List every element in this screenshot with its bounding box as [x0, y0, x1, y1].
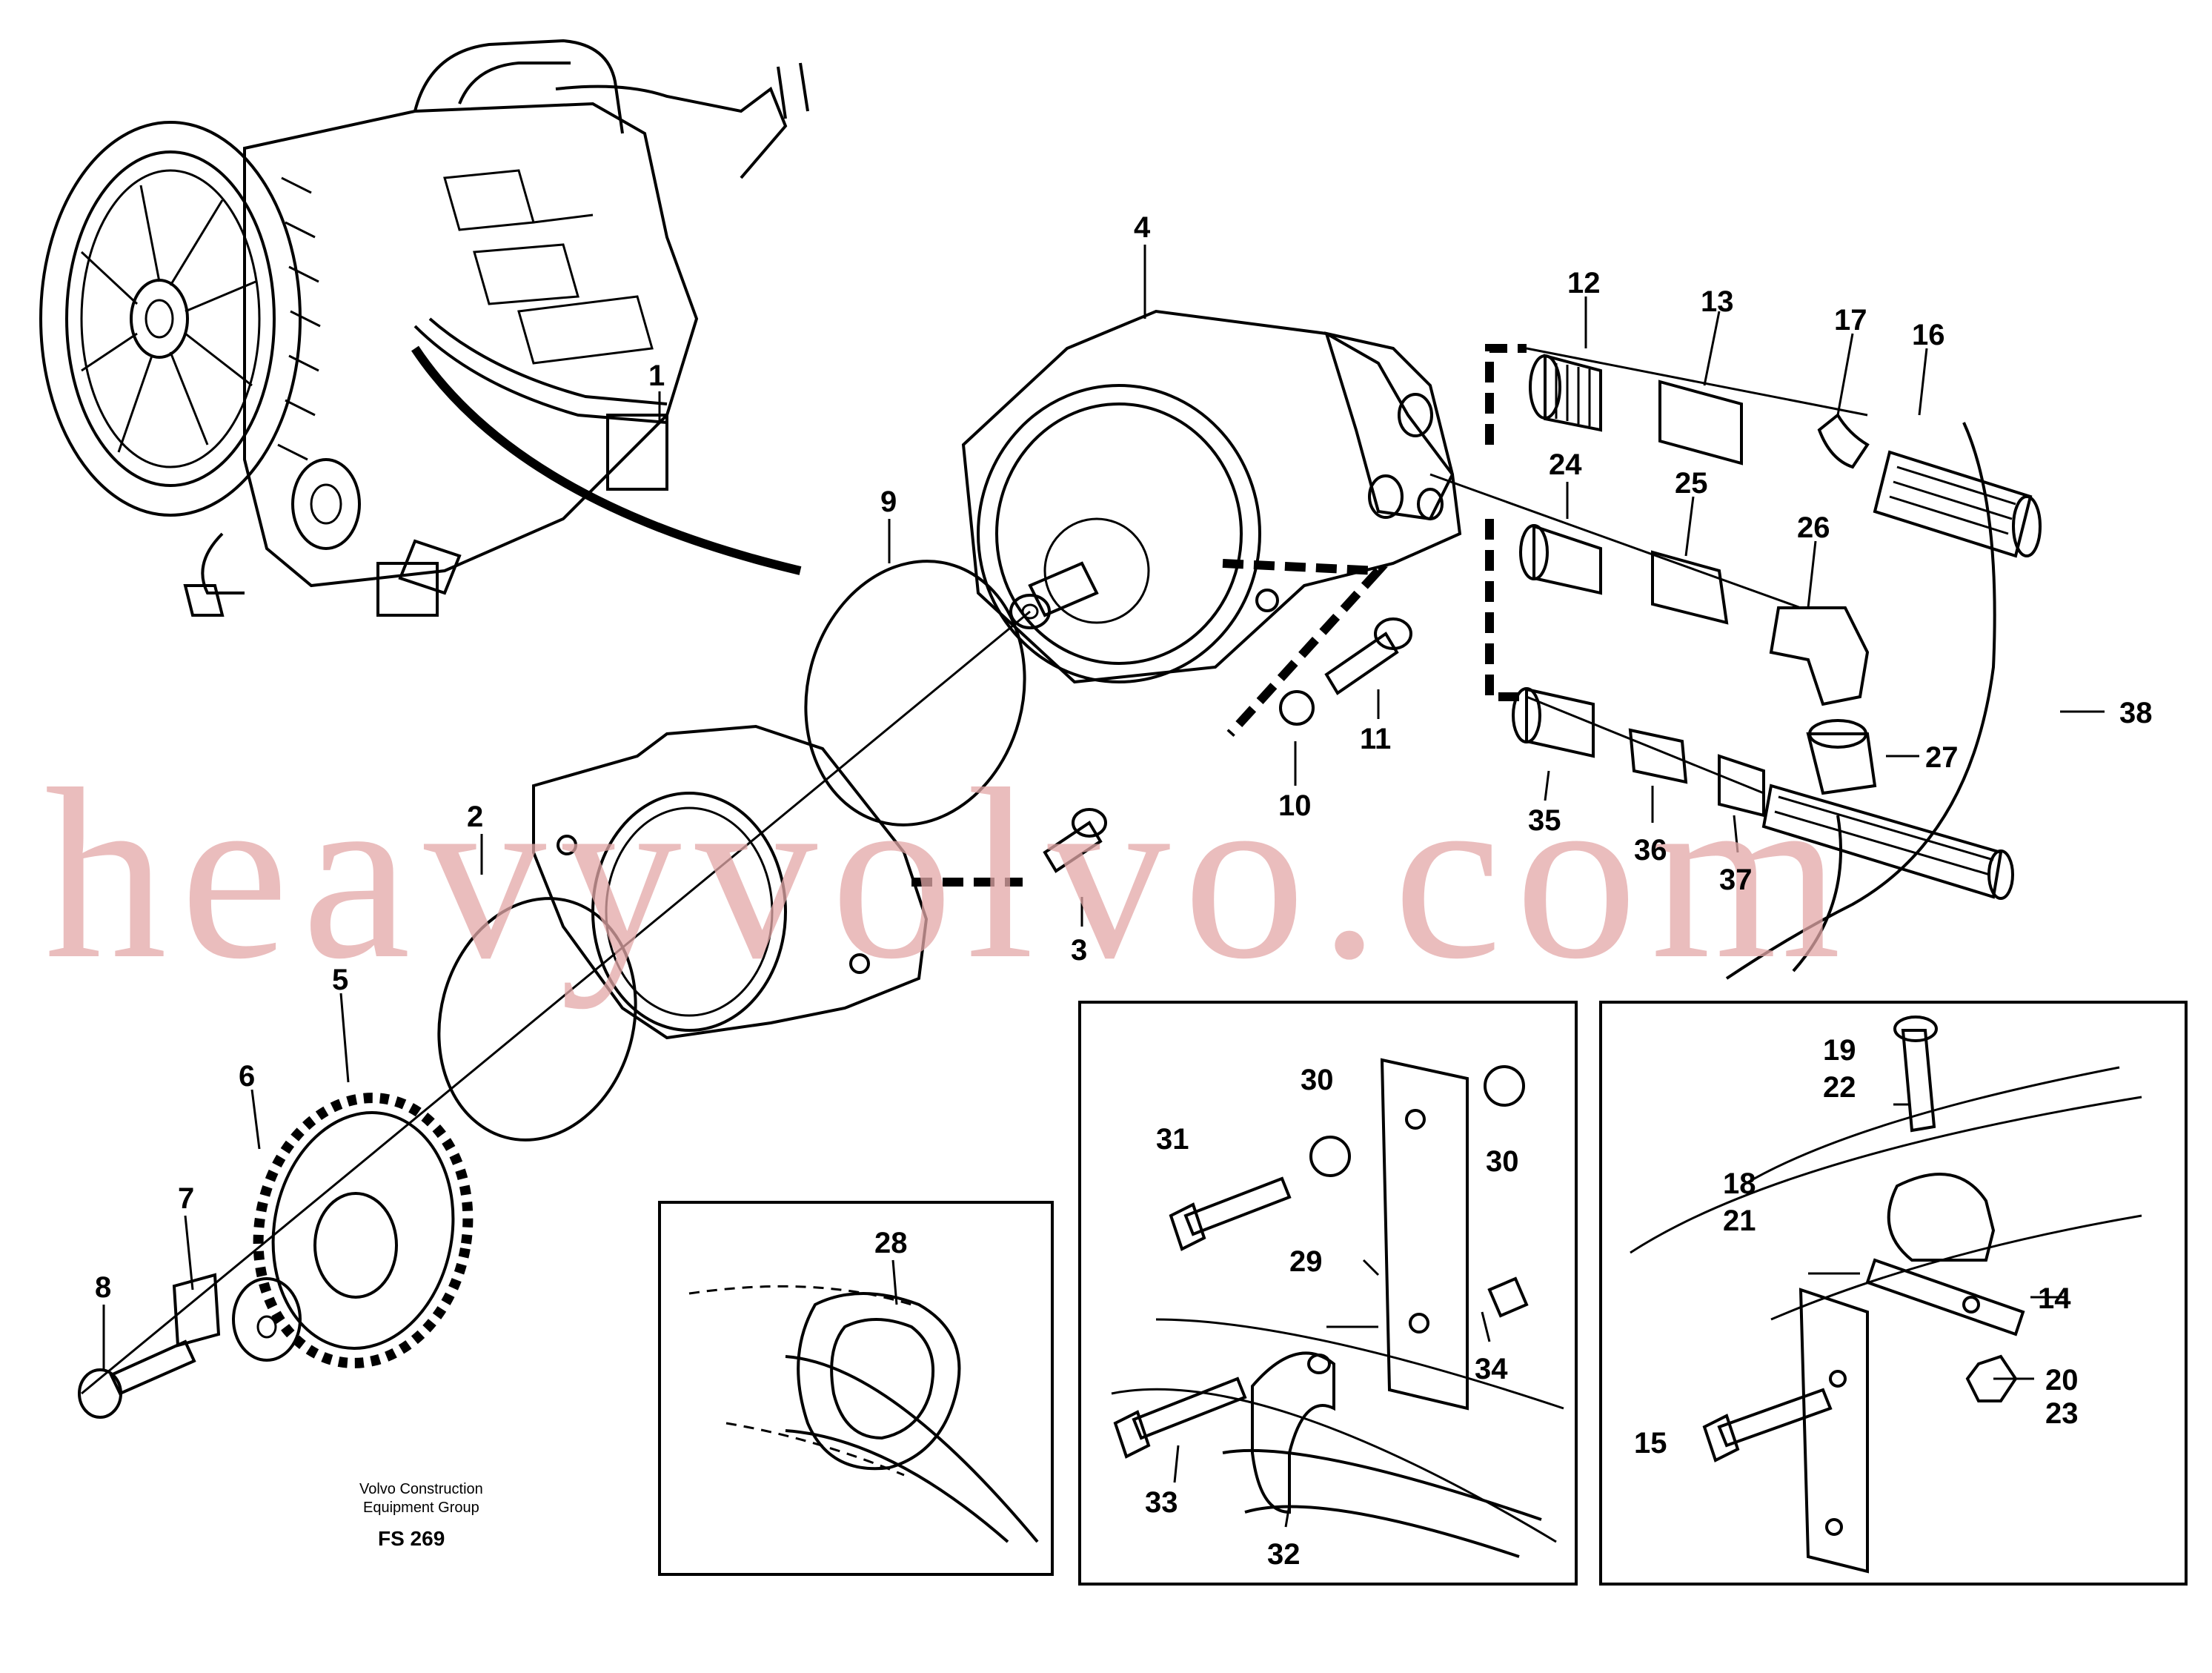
- part-label-28: 28: [874, 1227, 908, 1259]
- drive-gear-icon: [253, 1093, 474, 1368]
- part-label-31: 31: [1156, 1123, 1189, 1156]
- part-label-21: 21: [1723, 1205, 1756, 1237]
- part-label-29: 29: [1289, 1245, 1323, 1278]
- part-label-30a: 30: [1301, 1064, 1334, 1096]
- tee-27-icon: [1806, 719, 1877, 795]
- part-label-15: 15: [1634, 1427, 1667, 1460]
- part-label-24: 24: [1549, 448, 1582, 481]
- detail-box-bracket-a: [1078, 1001, 1578, 1586]
- fitting-36-icon: [1628, 728, 1688, 784]
- footer-company-line1: Volvo Construction: [359, 1481, 483, 1497]
- clamp-17-icon: [1817, 413, 1870, 469]
- lock-plate-7-icon: [172, 1273, 221, 1348]
- part-label-30b: 30: [1486, 1145, 1519, 1178]
- part-label-13: 13: [1701, 285, 1734, 318]
- part-label-19: 19: [1823, 1034, 1856, 1067]
- elbow-26-icon: [1769, 606, 1870, 706]
- part-label-37: 37: [1719, 864, 1753, 896]
- fitting-13-icon: [1658, 380, 1743, 466]
- o-ring-2-icon: [437, 897, 637, 1142]
- part-label-38: 38: [2119, 697, 2153, 729]
- part-label-17: 17: [1834, 304, 1867, 337]
- part-label-7: 7: [178, 1182, 194, 1215]
- fitting-35-icon: [1512, 687, 1595, 758]
- part-label-22: 22: [1823, 1071, 1856, 1104]
- part-label-10: 10: [1278, 789, 1312, 822]
- part-label-26: 26: [1797, 511, 1830, 544]
- part-label-2: 2: [467, 801, 483, 833]
- part-label-14: 14: [2038, 1282, 2071, 1315]
- washer-6-icon: [232, 1277, 302, 1362]
- hydraulic-pump-icon: [961, 309, 1462, 684]
- footer-company-line2: Equipment Group: [363, 1500, 479, 1516]
- footer-drawing-code: FS 269: [378, 1527, 445, 1550]
- bolt-11-icon: [1324, 617, 1412, 695]
- part-label-20: 20: [2045, 1364, 2079, 1397]
- fitting-24-icon: [1519, 524, 1602, 595]
- o-ring-9-icon: [804, 560, 1026, 826]
- detail-box-clip: [658, 1201, 1054, 1576]
- part-label-16: 16: [1912, 319, 1945, 351]
- part-label-12: 12: [1567, 267, 1601, 299]
- hose-37-icon: [1718, 754, 2014, 900]
- pump-mounting-flange-icon: [532, 724, 929, 1040]
- part-label-25: 25: [1675, 467, 1708, 500]
- part-label-1: 1: [648, 360, 665, 392]
- fitting-25-icon: [1651, 550, 1729, 625]
- hose-16-icon: [1873, 450, 2042, 558]
- washer-10-icon: [1279, 690, 1315, 726]
- part-label-32: 32: [1267, 1538, 1301, 1571]
- watermark-text: heavyvolvo.com: [44, 739, 1854, 1010]
- part-label-4: 4: [1134, 211, 1151, 244]
- part-label-27: 27: [1925, 741, 1959, 774]
- fitting-12-icon: [1529, 354, 1602, 432]
- part-label-9: 9: [880, 486, 897, 518]
- bolt-8-icon: [78, 1339, 196, 1419]
- part-label-18: 18: [1723, 1167, 1756, 1200]
- part-label-5: 5: [332, 964, 348, 996]
- part-label-3: 3: [1071, 934, 1087, 967]
- detail-box-bracket-b: [1599, 1001, 2188, 1586]
- part-label-33: 33: [1145, 1486, 1178, 1519]
- part-label-23: 23: [2045, 1397, 2079, 1430]
- part-label-11: 11: [1360, 723, 1391, 755]
- part-label-34: 34: [1475, 1353, 1508, 1385]
- part-label-35: 35: [1528, 804, 1561, 837]
- part-label-6: 6: [239, 1060, 255, 1093]
- part-label-8: 8: [95, 1271, 111, 1304]
- engine-icon: [39, 39, 809, 617]
- hose-38-icon: [1725, 422, 1996, 980]
- bolt-3-icon: [1043, 808, 1107, 873]
- part-label-36: 36: [1634, 834, 1667, 867]
